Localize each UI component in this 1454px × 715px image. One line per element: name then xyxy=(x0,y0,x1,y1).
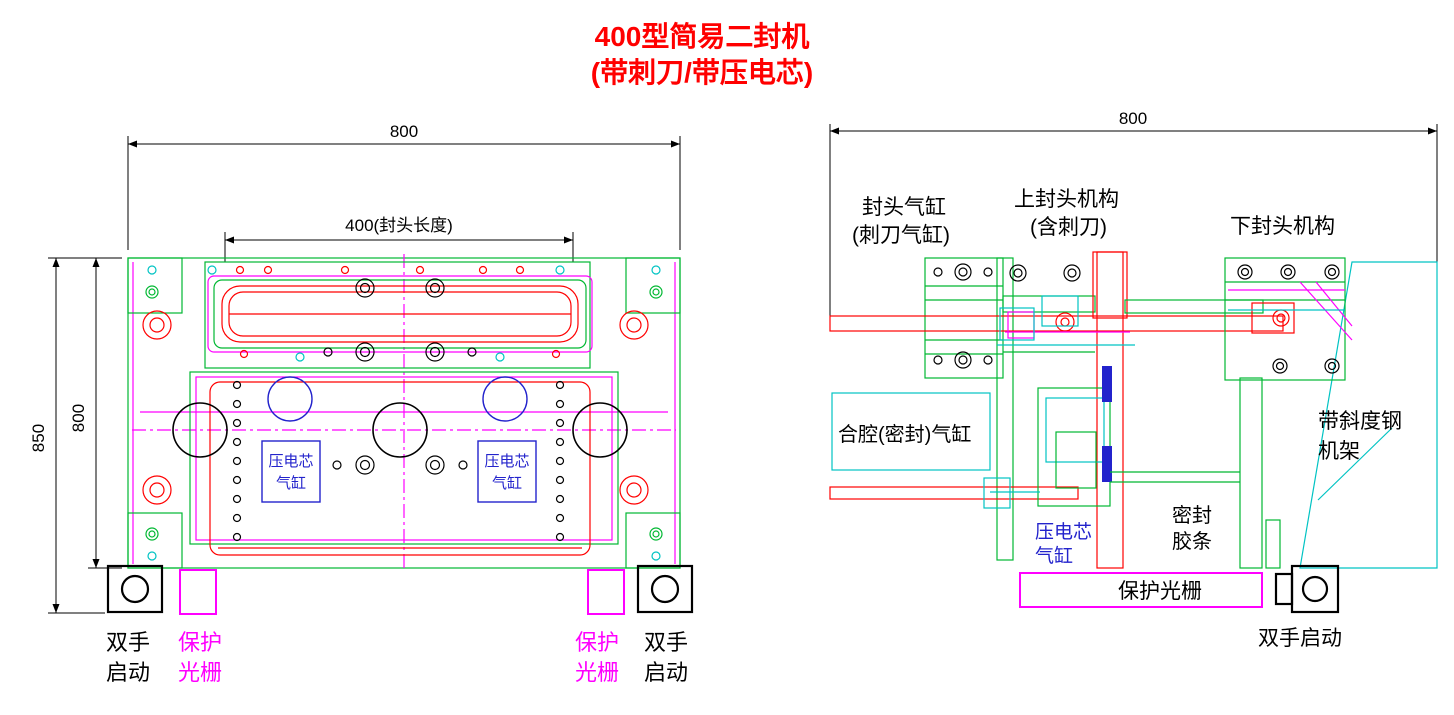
drawing-title: 400型简易二封机 (带刺刀/带压电芯) xyxy=(591,20,813,88)
guard-left-line1: 保护 xyxy=(178,630,222,655)
plan-machine-body xyxy=(127,254,681,572)
label-two-hand-start: 双手启动 xyxy=(1258,627,1342,650)
dim-seal-length: 400(封头长度) xyxy=(345,216,453,235)
title-line2: (带刺刀/带压电芯) xyxy=(591,57,813,88)
label-piezo-2: 气缸 xyxy=(1035,545,1073,567)
side-head-cylinder-block xyxy=(924,257,1004,379)
label-seal-strip-1: 密封 xyxy=(1172,504,1212,527)
plan-light-curtain-left xyxy=(179,569,217,615)
two-hand-right-line1: 双手 xyxy=(644,630,688,655)
label-cavity-cylinder: 合腔(密封)气缸 xyxy=(838,423,971,446)
plan-piezo-cylinder-left: 压电芯 气缸 xyxy=(261,440,321,503)
side-two-hand-button xyxy=(1274,564,1340,614)
side-slant-frame xyxy=(1299,261,1438,569)
side-dimensions: 800 xyxy=(829,109,1438,320)
plan-bottom-labels: 双手 启动 保护 光栅 保护 光栅 双手 启动 xyxy=(106,630,688,685)
side-cavity-cylinder xyxy=(831,366,1112,509)
guard-right-line1: 保护 xyxy=(575,630,619,655)
plan-two-hand-button-left xyxy=(106,564,164,614)
title-line1: 400型简易二封机 xyxy=(595,20,810,52)
piezo-left-line1: 压电芯 xyxy=(268,453,313,470)
plan-two-hand-button-right xyxy=(636,564,694,614)
piezo-right-line1: 压电芯 xyxy=(484,453,529,470)
side-light-curtain-label: 保护光栅 xyxy=(1118,580,1202,603)
two-hand-right-line2: 启动 xyxy=(644,660,688,685)
plan-edge-bosses xyxy=(142,310,649,505)
piezo-right-line2: 气缸 xyxy=(492,474,522,492)
side-lower-head-block xyxy=(1110,257,1353,569)
plan-seal-bar xyxy=(204,261,593,369)
label-upper-head-1: 上封头机构 xyxy=(1014,188,1119,211)
label-slant-frame-1: 带斜度钢 xyxy=(1318,410,1402,433)
label-upper-head-2: (含刺刀) xyxy=(1030,216,1107,239)
plan-dimensions: 800 400(封头长度) 850 800 xyxy=(29,122,681,614)
label-head-cylinder-1: 封头气缸 xyxy=(862,196,946,219)
dim-top-800: 800 xyxy=(390,122,418,141)
plan-bolt-column-left xyxy=(232,380,242,542)
plan-piezo-cylinder-right: 压电芯 气缸 xyxy=(477,440,537,503)
plan-mid-section xyxy=(172,371,628,556)
plan-view: 800 400(封头长度) 850 800 xyxy=(29,122,694,685)
side-view: 800 xyxy=(829,109,1438,650)
two-hand-left-line1: 双手 xyxy=(106,630,150,655)
guard-right-line2: 光栅 xyxy=(575,660,619,685)
side-light-curtain: 保护光栅 xyxy=(1019,572,1263,608)
side-dim-800: 800 xyxy=(1119,109,1147,128)
side-center-column xyxy=(829,251,1284,569)
two-hand-left-line2: 启动 xyxy=(106,660,150,685)
label-seal-strip-2: 胶条 xyxy=(1172,530,1212,553)
dim-left-800: 800 xyxy=(69,404,88,432)
side-labels: 封头气缸 (刺刀气缸) 上封头机构 (含刺刀) 下封头机构 合腔(密封)气缸 带… xyxy=(838,188,1402,650)
guard-left-line2: 光栅 xyxy=(178,660,222,685)
plan-corner-plates xyxy=(127,257,681,569)
label-slant-frame-2: 机架 xyxy=(1318,440,1360,463)
plan-light-curtain-right xyxy=(587,569,625,615)
label-lower-head: 下封头机构 xyxy=(1230,215,1335,238)
label-piezo-1: 压电芯 xyxy=(1035,521,1092,543)
label-head-cylinder-2: (刺刀气缸) xyxy=(852,224,950,247)
plan-bolt-column-right xyxy=(555,380,565,542)
dim-left-850: 850 xyxy=(29,424,48,452)
piezo-left-line2: 气缸 xyxy=(276,474,306,492)
